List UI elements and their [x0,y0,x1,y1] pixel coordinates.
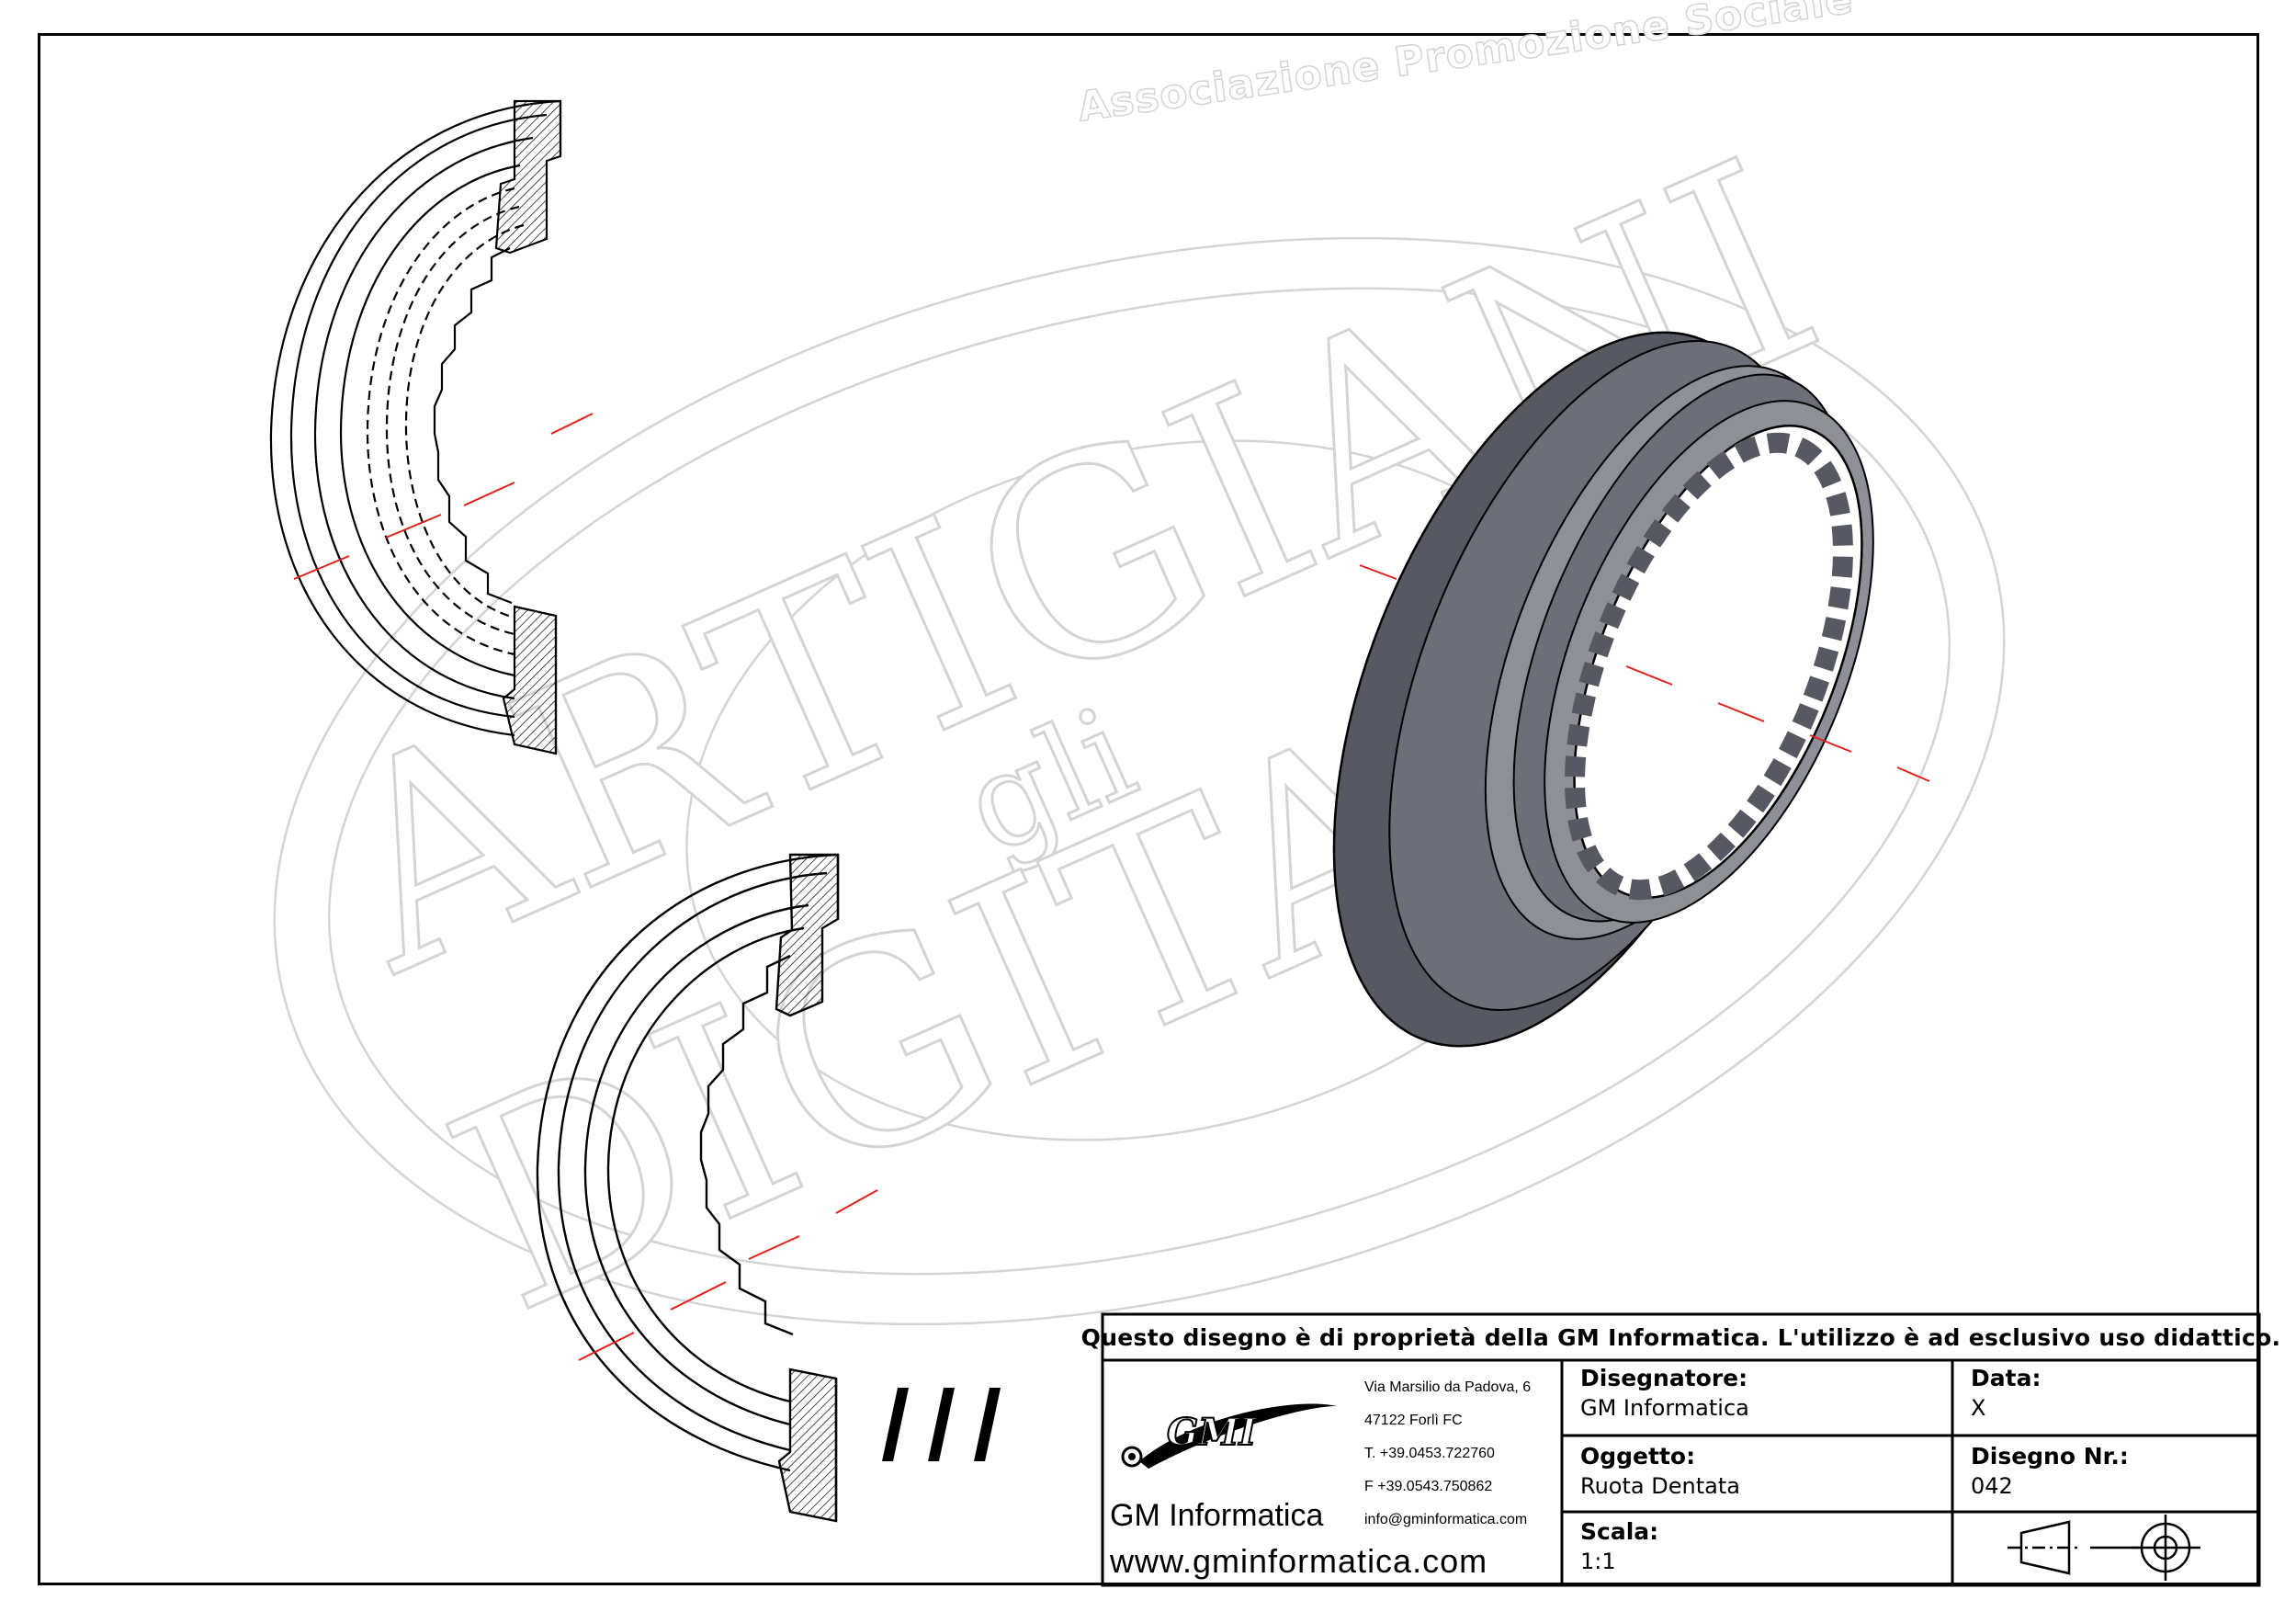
address-line: Via Marsilio da Padova, 6 [1364,1379,1532,1395]
company-address-block: Via Marsilio da Padova, 6 47122 Forlì FC… [1364,1371,1531,1537]
website-link[interactable]: www.gminformatica.com [1110,1542,1488,1580]
object-label: Oggetto: [1580,1443,1696,1470]
email-line: info@gminformatica.com [1364,1512,1528,1527]
date-value: X [1971,1395,1986,1421]
phone-line: T. +39.0453.722760 [1364,1446,1495,1461]
projection-symbol-icon [2008,1515,2200,1581]
title-block-grid [1101,1312,2261,1587]
section-view-hidden-lines [269,99,562,755]
axis-line-view-3 [1359,564,1930,782]
ownership-notice: Questo disegno è di proprietà della GM I… [1080,1323,2281,1351]
scale-label: Scala: [1580,1518,1659,1545]
designer-label: Disegnatore: [1580,1365,1748,1391]
date-label: Data: [1971,1365,2042,1391]
gmi-logo: GMI [882,1388,1337,1469]
company-name: GM Informatica [1110,1498,1324,1533]
sheet-border [38,33,2259,1585]
scale-value: 1:1 [1580,1549,1616,1574]
drawing-number-label: Disegno Nr.: [1971,1443,2129,1470]
city-line: 47122 Forlì FC [1364,1413,1463,1428]
fax-line: F +39.0543.750862 [1364,1479,1493,1494]
shaded-3d-view [1332,331,1874,1048]
section-view [536,853,840,1523]
object-value: Ruota Dentata [1580,1473,1740,1499]
logo-text: GMI [1167,1411,1257,1454]
axis-line-view-1 [293,413,594,580]
axis-line-view-2 [578,1189,878,1361]
drawing-number-value: 042 [1971,1473,2013,1499]
designer-value: GM Informatica [1580,1395,1749,1421]
company-website[interactable]: www.gminformatica.com [1110,1542,1487,1581]
